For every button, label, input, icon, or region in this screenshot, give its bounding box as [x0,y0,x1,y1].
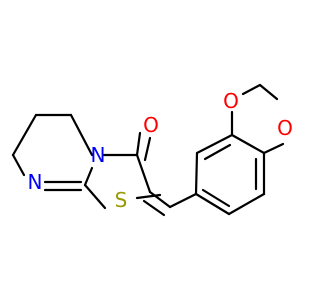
atom-n-left: N [28,170,43,194]
bond-c2-ch-double-b [142,199,166,217]
atom-labels: N N S O O O [28,89,293,212]
bond-ch2-o-right [258,83,279,101]
atom-n-top: N [91,143,106,167]
atom-o-dioxole-top: O [223,89,239,113]
bond-ar-6 [194,192,231,216]
atom-sulfur: S [115,188,128,212]
bond-ar-1 [194,151,199,196]
bond-ar-inner-3 [201,188,231,208]
bond-c8a-s [83,183,107,210]
atom-o-dioxole-right: O [277,116,293,140]
bond-c2-c3 [135,153,152,194]
bond-c8a-n [83,166,94,187]
bond-c2-ch-double-a [148,190,172,209]
atom-o-carbonyl: O [143,113,159,137]
bond-c3-o-double-a [135,131,142,157]
bond-ar-3 [230,133,266,155]
bond-o-ar-right [262,142,285,155]
bond-c7-n [11,153,26,177]
bond-ar-2 [195,133,234,155]
bond-n-c5 [69,113,94,157]
bonds [11,83,285,217]
bond-ch-aryl [168,192,198,209]
bond-c3-o-double-b [143,136,152,162]
molecule-canvas: N N S O O O [11,83,293,217]
bond-c6-c7 [11,113,38,157]
molecule-structure: N N S O O O [11,83,293,217]
bond-o-ch2-top [241,83,262,96]
bond-ar-5 [227,192,266,216]
bond-ar-inner-1 [203,143,232,161]
